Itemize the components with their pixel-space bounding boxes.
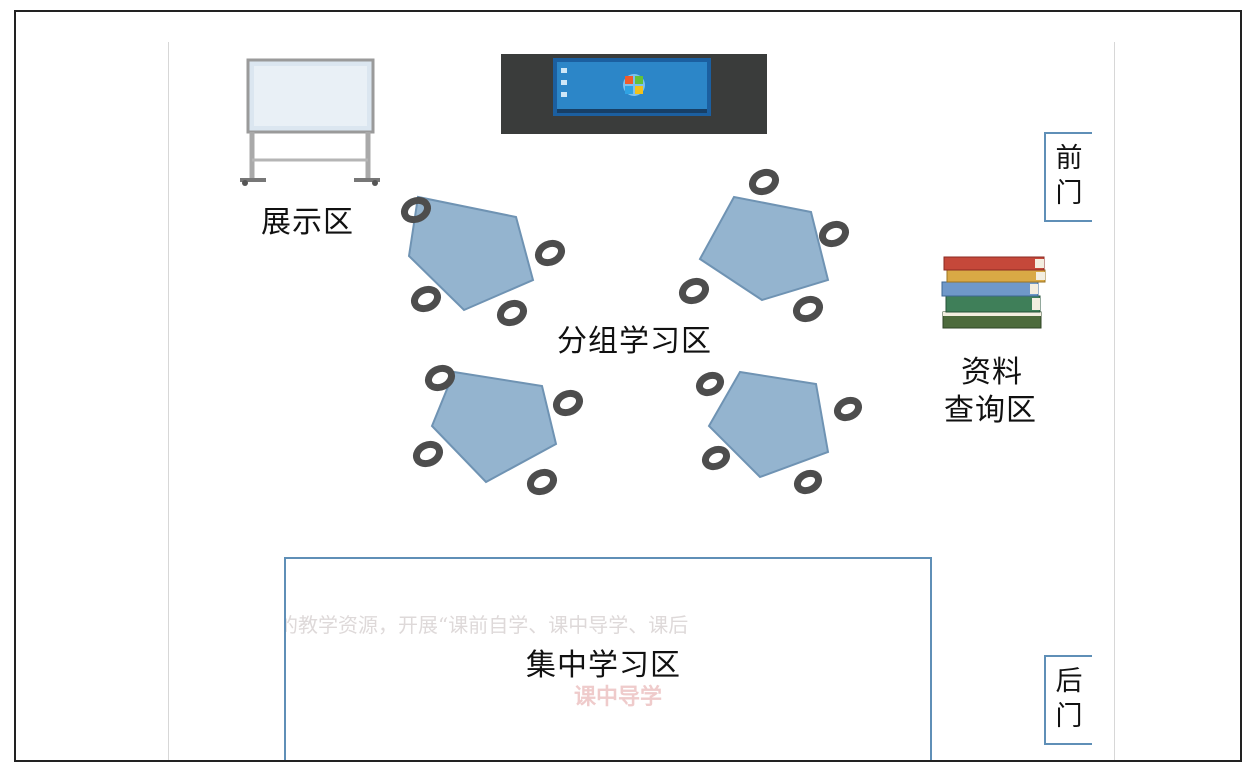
room-left-wall bbox=[168, 42, 169, 760]
seat bbox=[701, 445, 731, 471]
reference-area-label-line2: 查询区 bbox=[944, 393, 1037, 428]
seat bbox=[410, 285, 442, 313]
seat bbox=[818, 220, 850, 248]
seat bbox=[695, 371, 725, 397]
back-door-label-line1: 后 bbox=[1055, 666, 1083, 698]
central-study-area: 的教学资源，开展“课前自学、课中导学、课后 课中导学 集中学习区 bbox=[284, 557, 932, 760]
bleed-through-heading: 课中导学 bbox=[574, 684, 663, 710]
back-door: 后 门 bbox=[1044, 655, 1092, 745]
display-area-label: 展示区 bbox=[261, 205, 354, 240]
front-door: 前 门 bbox=[1044, 132, 1092, 222]
whiteboard-icon bbox=[240, 58, 380, 186]
seat bbox=[678, 277, 710, 305]
seat bbox=[534, 239, 566, 267]
room-right-wall bbox=[1114, 42, 1115, 760]
back-door-label-line2: 门 bbox=[1055, 701, 1083, 732]
seat bbox=[400, 196, 432, 224]
bleed-through-text: 的教学资源，开展“课前自学、课中导学、课后 bbox=[284, 613, 689, 637]
seat bbox=[552, 389, 584, 417]
smart-board-icon bbox=[501, 54, 767, 134]
central-study-area-label: 集中学习区 bbox=[526, 648, 681, 683]
seat bbox=[424, 364, 456, 392]
reference-area-label-line1: 资料 bbox=[961, 355, 1023, 390]
seat bbox=[412, 440, 444, 468]
layout-drawing bbox=[240, 54, 1046, 496]
seat bbox=[792, 295, 824, 323]
group-table-3 bbox=[430, 370, 558, 484]
classroom-frame: 展示区 分组学习区 资料 查询区 前 门 后 门 的教学资源，开展“课前自学、课… bbox=[14, 10, 1242, 762]
seat bbox=[748, 168, 780, 196]
seat bbox=[833, 396, 863, 422]
seats bbox=[400, 168, 863, 496]
seat bbox=[496, 299, 528, 327]
group-table-1 bbox=[407, 195, 535, 312]
group-study-area-label: 分组学习区 bbox=[557, 324, 712, 359]
group-table-4 bbox=[707, 370, 830, 479]
group-table-2 bbox=[698, 195, 830, 302]
seat bbox=[526, 468, 558, 496]
front-door-label-line1: 前 bbox=[1055, 143, 1083, 175]
books-icon bbox=[941, 256, 1046, 329]
front-door-label-line2: 门 bbox=[1055, 178, 1083, 209]
seat bbox=[793, 469, 823, 495]
